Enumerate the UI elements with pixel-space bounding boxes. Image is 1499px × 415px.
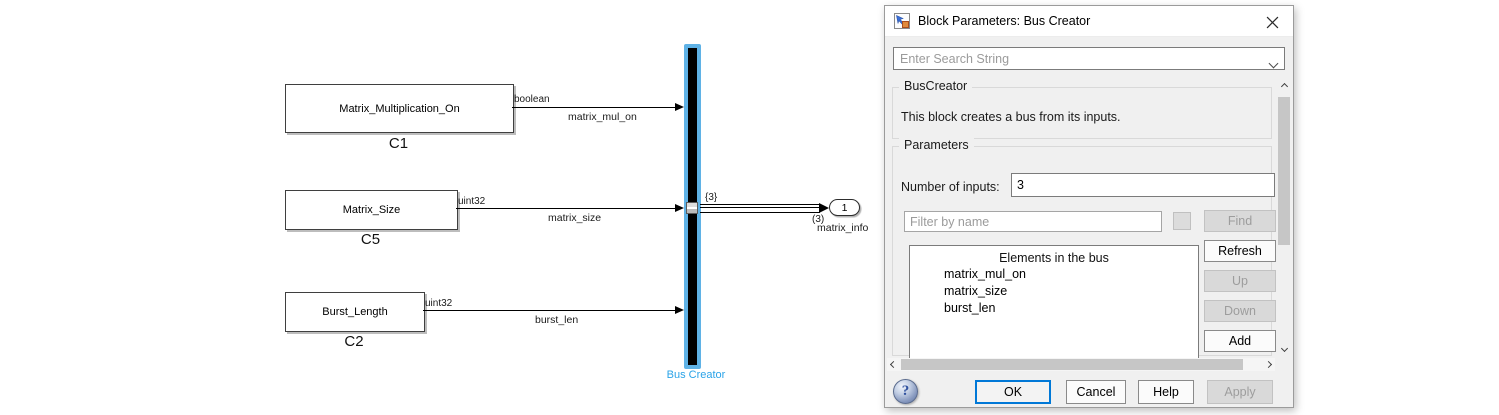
arrowhead-icon	[675, 306, 684, 314]
help-button[interactable]: Help	[1138, 380, 1194, 404]
bus-creator-label: Bus Creator	[666, 369, 726, 381]
add-button[interactable]: Add	[1204, 330, 1276, 352]
search-combobox[interactable]	[893, 47, 1285, 70]
vertical-scrollbar-thumb[interactable]	[1278, 97, 1290, 245]
block-label-c5: C5	[360, 231, 381, 248]
block-label-c2: C2	[344, 333, 364, 350]
simulink-block-icon	[894, 13, 910, 29]
block-parameters-dialog: Block Parameters: Bus Creator BusCreator…	[884, 5, 1294, 408]
down-button[interactable]: Down	[1204, 300, 1276, 322]
search-input[interactable]	[894, 48, 1284, 69]
filter-options-button[interactable]	[1173, 212, 1191, 230]
horizontal-scrollbar-thumb[interactable]	[901, 359, 1243, 370]
outport-number: 1	[841, 201, 848, 214]
block-burst-length[interactable]: Burst_Length	[285, 292, 425, 332]
scroll-right-icon[interactable]	[1262, 358, 1275, 371]
block-name: Burst_Length	[322, 306, 388, 318]
scroll-left-icon[interactable]	[887, 358, 900, 371]
num-inputs-field[interactable]	[1011, 173, 1275, 197]
up-button[interactable]: Up	[1204, 270, 1276, 292]
horizontal-scrollbar[interactable]	[887, 358, 1275, 371]
signal-name-label: matrix_mul_on	[568, 111, 637, 123]
list-item[interactable]: matrix_mul_on	[944, 266, 1026, 281]
vertical-scrollbar[interactable]	[1277, 79, 1291, 356]
buscreator-group-title: BusCreator	[899, 79, 973, 93]
list-item[interactable]: burst_len	[944, 300, 996, 315]
parameters-group: Parameters Number of inputs: Elements in…	[892, 138, 1276, 360]
ok-button[interactable]: OK	[975, 380, 1051, 404]
block-name: Matrix_Multiplication_On	[339, 102, 460, 115]
signal-name-label: matrix_size	[548, 212, 602, 224]
signal-type-label: uint32	[425, 298, 453, 309]
block-label-c1: C1	[388, 135, 409, 152]
signal-type-label: uint32	[458, 196, 486, 207]
block-matrix-multiplication-on[interactable]: Matrix_Multiplication_On	[285, 84, 514, 133]
dialog-title: Block Parameters: Bus Creator	[918, 14, 1091, 28]
signal-line-matrix-size[interactable]	[456, 208, 678, 209]
cancel-button[interactable]: Cancel	[1066, 380, 1126, 404]
bus-signal-line-mid	[700, 207, 820, 208]
bus-width-annotation-bottom: (3)	[812, 214, 825, 225]
close-icon[interactable]	[1263, 13, 1281, 31]
block-description: This block creates a bus from its inputs…	[901, 110, 1121, 124]
signal-name-label: burst_len	[535, 314, 579, 326]
dialog-titlebar[interactable]: Block Parameters: Bus Creator	[885, 6, 1293, 37]
bus-width-annotation-top: {3}	[705, 192, 718, 203]
block-name: Matrix_Size	[342, 204, 401, 216]
bus-output-port[interactable]	[686, 202, 698, 214]
elements-listbox[interactable]: Elements in the bus matrix_mul_on matrix…	[909, 245, 1199, 360]
signal-line-burst-len[interactable]	[423, 310, 678, 311]
list-item[interactable]: matrix_size	[944, 283, 1008, 298]
signal-type-label: boolean	[514, 94, 550, 105]
filter-by-name-input[interactable]	[904, 211, 1162, 232]
refresh-button[interactable]: Refresh	[1204, 240, 1276, 262]
help-icon[interactable]: ?	[893, 379, 918, 404]
num-inputs-label: Number of inputs:	[901, 180, 1000, 194]
output-signal-name-label: matrix_info	[817, 222, 869, 234]
apply-button[interactable]: Apply	[1207, 380, 1273, 404]
buscreator-group: BusCreator This block creates a bus from…	[892, 79, 1272, 139]
scroll-down-icon[interactable]	[1277, 341, 1291, 356]
signal-line-matrix-mul-on[interactable]	[512, 107, 678, 108]
chevron-down-icon[interactable]	[1268, 56, 1279, 70]
block-matrix-size[interactable]: Matrix_Size	[285, 190, 458, 230]
bus-signal-line[interactable]	[700, 204, 820, 213]
find-button[interactable]: Find	[1204, 210, 1276, 232]
parameters-group-title: Parameters	[899, 138, 974, 152]
scroll-up-icon[interactable]	[1277, 79, 1291, 94]
arrowhead-icon	[675, 103, 684, 111]
arrowhead-icon	[819, 203, 829, 213]
outport-block[interactable]: 1	[829, 199, 860, 216]
list-header: Elements in the bus	[999, 251, 1109, 265]
arrowhead-icon	[675, 204, 684, 212]
